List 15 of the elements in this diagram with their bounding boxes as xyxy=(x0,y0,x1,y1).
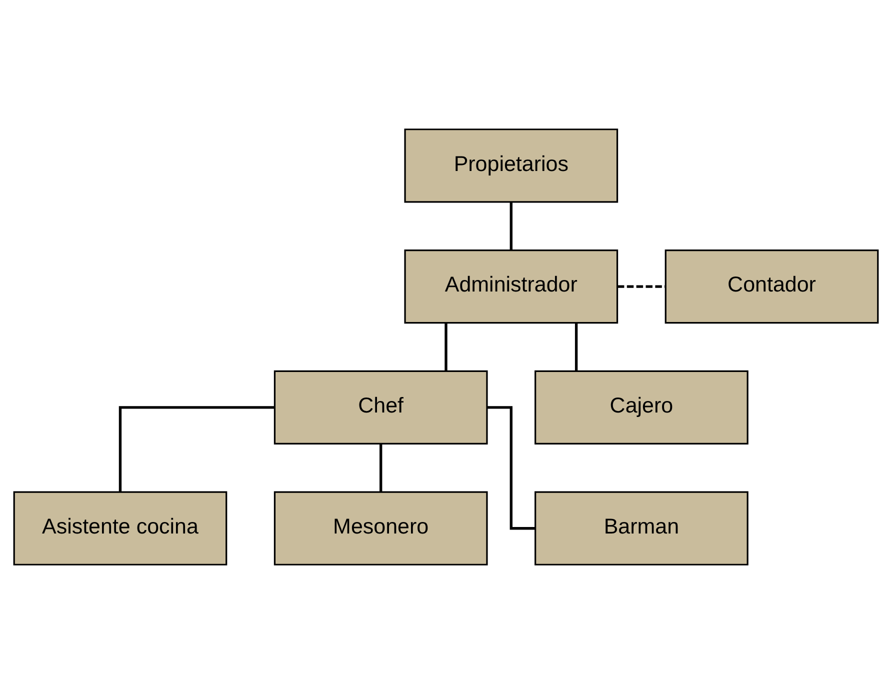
connector xyxy=(487,406,536,530)
connector xyxy=(510,201,512,250)
node-box: Asistente cocina xyxy=(13,490,228,565)
connector xyxy=(380,443,382,492)
connector xyxy=(574,322,578,370)
connector xyxy=(444,322,448,370)
node-box: Administrador xyxy=(404,248,618,324)
connector xyxy=(618,284,666,288)
node-box: Chef xyxy=(274,370,488,444)
node-box: Propietarios xyxy=(404,128,618,202)
node-box: Cajero xyxy=(534,370,748,444)
node-box: Contador xyxy=(664,248,879,324)
connector xyxy=(118,406,274,492)
node-box: Mesonero xyxy=(274,490,488,565)
node-box: Barman xyxy=(534,490,748,565)
